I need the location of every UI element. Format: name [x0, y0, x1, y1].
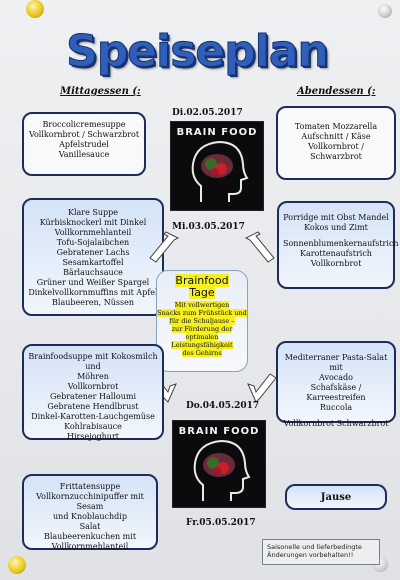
menu-item: Karottenaufstrich: [300, 249, 372, 258]
brain-food-image: BRAIN FOOD: [170, 121, 264, 211]
menu-item: Apfelstrudel: [59, 140, 109, 149]
date-label: Mi.03.05.2017: [172, 222, 245, 232]
menu-item: Gebratene Hendlbrust: [47, 402, 139, 411]
head-brain-icon: [191, 140, 249, 202]
menu-item: Hirsejoghurt: [67, 432, 119, 441]
brainfood-text-line: Leistungsfähigkeit: [171, 341, 233, 349]
menu-item: Kokos und Zimt: [304, 223, 368, 232]
note-line: Saisonelle und lieferbedingte: [267, 543, 362, 551]
menu-item: Vollkornmehlanteil: [54, 228, 132, 237]
menu-item: Möhren: [77, 372, 109, 381]
page-title: Speiseplan: [66, 26, 330, 78]
menu-item: Sonnenblumenkernaufstrich: [283, 239, 399, 248]
menu-item: Vollkornbrot / Schwarzbrot: [28, 130, 140, 139]
menu-item: Vollkornbrot Schwarzbrot: [283, 419, 389, 428]
menu-item: und Knoblauchdip: [53, 512, 127, 521]
menu-item: Gebratener Halloumi: [49, 392, 137, 401]
brain-food-label: BRAIN FOOD: [176, 127, 258, 138]
menu-item: Bärlauchsauce: [63, 268, 123, 277]
brainfood-text-line: für die Schuljause –: [169, 317, 235, 325]
menu-item: Salat: [79, 522, 101, 531]
menu-item: Vollkornmehlanteil: [51, 542, 129, 551]
menu-item: Aufschnitt / Käse: [301, 132, 371, 141]
menu-item: Tomaten Mozzarella: [294, 122, 378, 131]
date-label: Di.02.05.2017: [172, 108, 243, 118]
note-line: Änderungen vorbehalten!!: [267, 551, 354, 559]
menu-item: Vollkornbrot: [67, 382, 119, 391]
brain-food-image: BRAIN FOOD: [172, 420, 266, 508]
dinner-box-wednesday: Porridge mit Obst Mandel Kokos und Zimt …: [277, 201, 399, 289]
menu-item: Mediterraner Pasta-Salat mit: [284, 353, 388, 372]
arrow-icon: [244, 231, 275, 263]
menu-item: Frittatensuppe: [59, 482, 121, 491]
dinner-box-friday: Jause: [285, 484, 387, 510]
menu-item: Grüner und Weißer Spargel: [36, 278, 150, 287]
pushpin-icon: [8, 556, 26, 574]
brainfood-text-line: des Gehirns: [182, 349, 222, 357]
menu-item: Vollkornbrot / Schwarzbrot: [308, 142, 364, 161]
date-label: Do.04.05.2017: [186, 401, 260, 411]
menu-item: Schafskäse / Karreestreifen: [306, 383, 366, 402]
menu-item: Vollkornzucchinipuffer mit Sesam: [36, 492, 144, 511]
brainfood-text-line: zur Förderung der optimalen: [171, 325, 233, 341]
menu-item: Blaubeerenkuchen mit: [43, 532, 137, 541]
menu-item: Dinkelvollkornmuffins mit Apfel: [28, 288, 158, 297]
menu-item: Ruccola: [319, 403, 353, 412]
lunch-box-thursday: Brainfoodsuppe mit Kokosmilch und Möhren…: [22, 344, 164, 441]
menu-item: Sesamkartoffel: [62, 258, 124, 267]
arrow-icon: [149, 231, 180, 263]
lunch-box-tuesday: Broccolicremesuppe Vollkornbrot / Schwar…: [22, 112, 146, 176]
lunch-box-wednesday: Klare Suppe Kürbisknockerl mit Dinkel Vo…: [22, 198, 164, 316]
menu-item: Avocado: [319, 373, 353, 382]
menu-item: Kürbisknockerl mit Dinkel: [39, 218, 147, 227]
menu-item: Vollkornbrot: [310, 259, 362, 268]
dinner-box-tuesday: Tomaten Mozzarella Aufschnitt / Käse Vol…: [276, 106, 396, 180]
arrow-icon: [247, 373, 277, 403]
head-brain-icon: [193, 439, 251, 501]
pushpin-icon: [378, 4, 392, 18]
brainfood-text-line: Snacks zum Frühstück und: [157, 309, 247, 317]
dinner-box-thursday: Mediterraner Pasta-Salat mit Avocado Sch…: [276, 341, 396, 428]
menu-item: Dinkel-Karotten-Lauchgemüse: [31, 412, 155, 421]
menu-item: Brainfoodsuppe mit Kokosmilch und: [28, 352, 158, 371]
menu-item: Kohlrabisauce: [64, 422, 122, 431]
date-label: Fr.05.05.2017: [186, 518, 256, 528]
brain-food-label: BRAIN FOOD: [178, 426, 260, 437]
pushpin-icon: [26, 0, 44, 18]
menu-item: Tofu-Sojalaibchen: [56, 238, 130, 247]
menu-item: Vanillesauce: [58, 150, 110, 159]
menu-item: Broccolicremesuppe: [42, 120, 126, 129]
brainfood-title: Brainfood: [175, 274, 229, 287]
menu-item: Jause: [320, 492, 352, 503]
dinner-header: Abendessen (:: [297, 86, 376, 97]
menu-item: Porridge mit Obst Mandel: [283, 213, 389, 222]
brainfood-subtitle: Tage: [189, 286, 215, 299]
lunch-box-friday: Frittatensuppe Vollkornzucchinipuffer mi…: [22, 474, 158, 551]
lunch-header: Mittagessen (:: [60, 86, 141, 97]
brainfood-text-line: Mit vollwertigen: [174, 301, 230, 309]
menu-item: Blaubeeren, Nüssen: [52, 298, 134, 307]
disclaimer-note: Saisonelle und lieferbedingte Änderungen…: [262, 539, 380, 565]
menu-item: Gebratener Lachs: [56, 248, 130, 257]
brainfood-days-box: Brainfood Tage Mit vollwertigen Snacks z…: [156, 270, 248, 372]
menu-item: Klare Suppe: [67, 208, 118, 217]
